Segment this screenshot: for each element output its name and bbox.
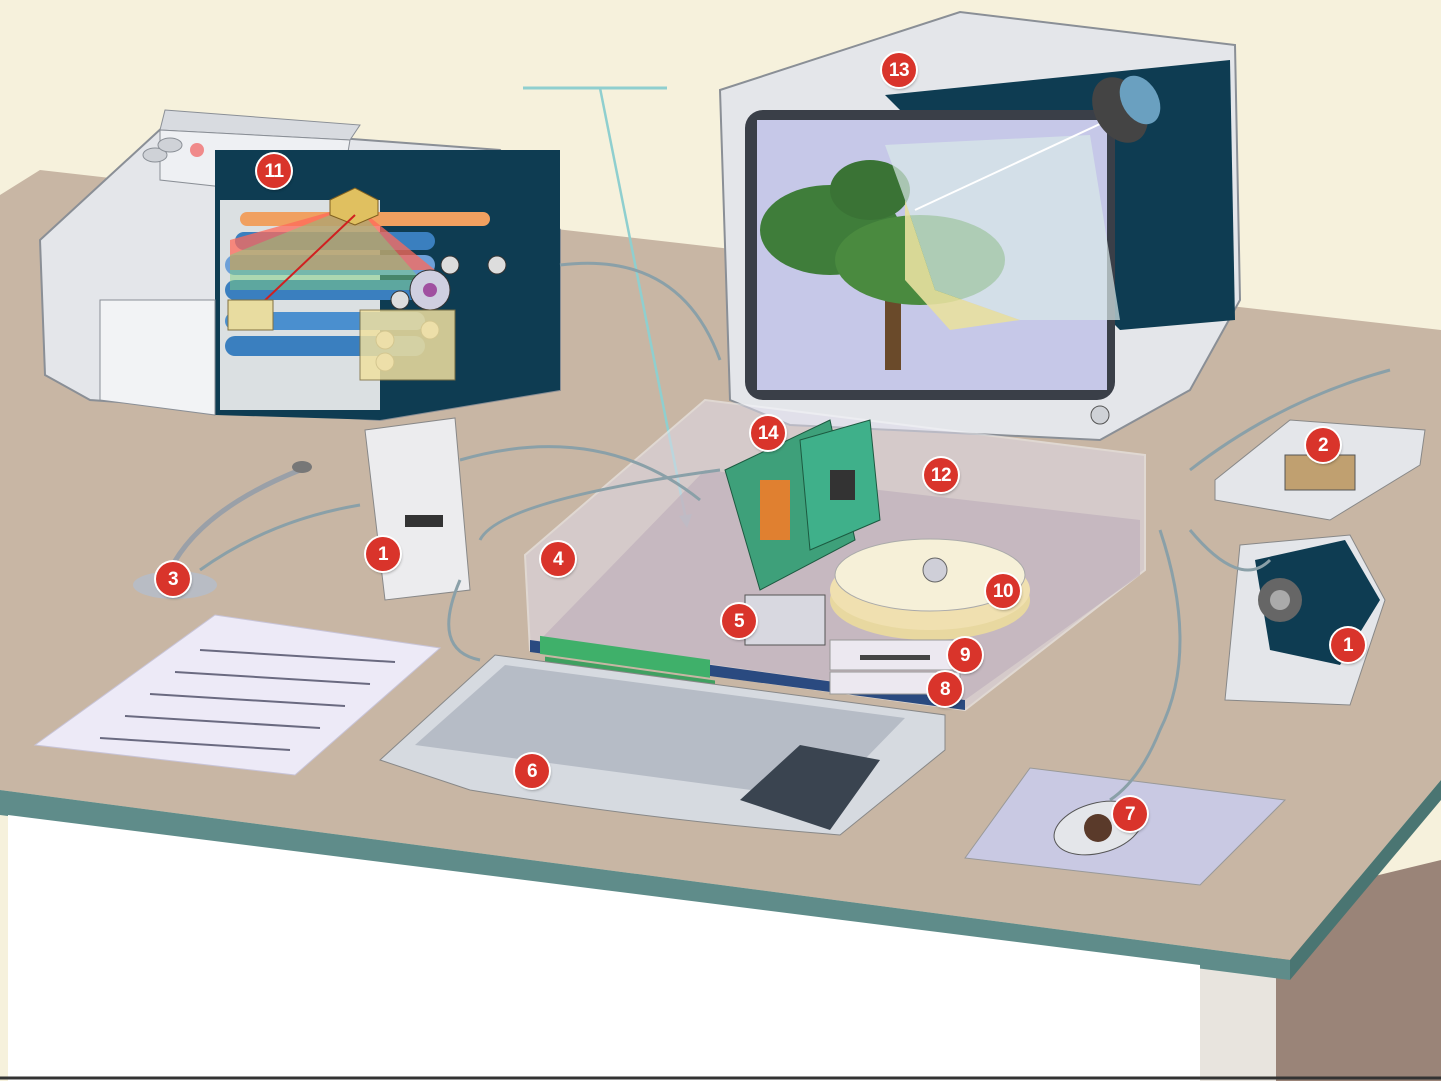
callout-cpu: 5 xyxy=(722,604,756,638)
callout-cd-drive: 8 xyxy=(928,672,962,706)
callout-mouse: 7 xyxy=(1113,797,1147,831)
callout-expansion-cards: 14 xyxy=(751,416,785,450)
callout-printer: 11 xyxy=(257,154,291,188)
callout-modem: 2 xyxy=(1306,428,1340,462)
monitor xyxy=(718,10,1242,442)
callout-memory-modules: 4 xyxy=(541,542,575,576)
printer xyxy=(38,109,561,422)
callout-microphone: 3 xyxy=(156,562,190,596)
callout-keyboard: 6 xyxy=(515,754,549,788)
callout-monitor: 13 xyxy=(882,53,916,87)
paper xyxy=(33,614,442,776)
callout-hard-disk: 10 xyxy=(986,574,1020,608)
callout-speaker-right: 1 xyxy=(1331,628,1365,662)
keyboard xyxy=(379,654,946,836)
callout-floppy-drive: 9 xyxy=(948,638,982,672)
cables xyxy=(199,261,1391,802)
callout-system-unit: 12 xyxy=(924,458,958,492)
callout-speaker-left: 1 xyxy=(366,537,400,571)
system-unit xyxy=(523,398,1146,720)
